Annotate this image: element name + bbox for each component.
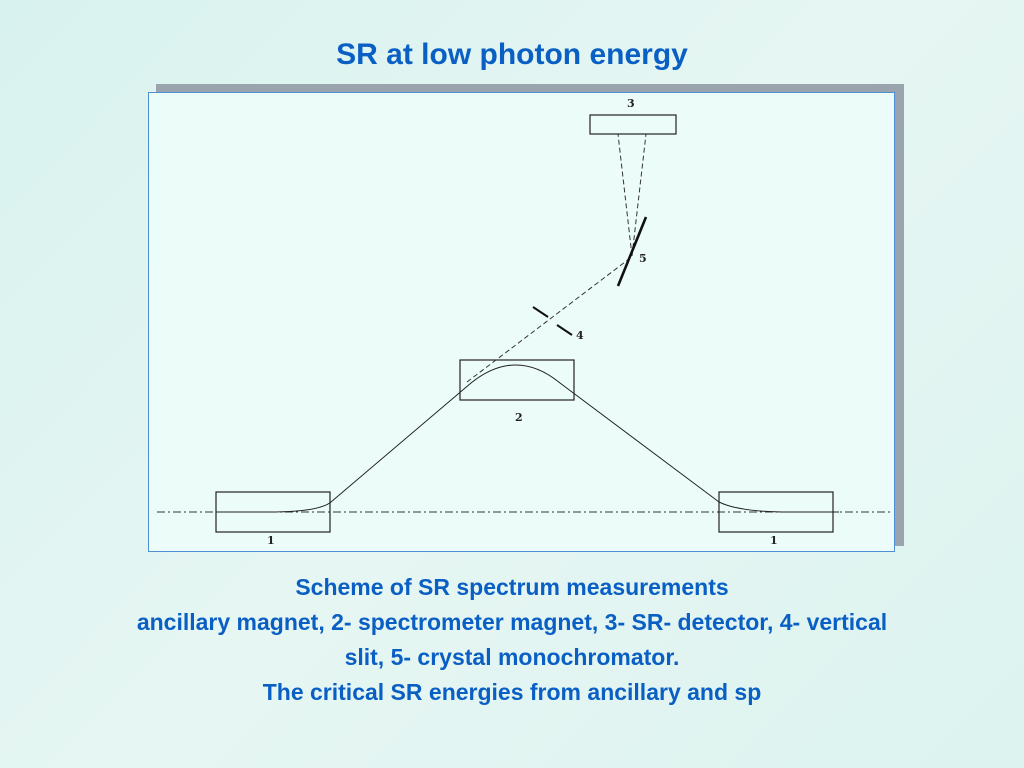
crystal-monochromator: [616, 216, 648, 287]
electron-trajectory: [216, 364, 839, 513]
vertical-slit-upper-jaw: [532, 306, 549, 318]
sr-measurement-scheme: 1 1 2 3 4 5: [157, 97, 891, 547]
spectrometer-magnet: [459, 359, 575, 401]
vertical-slit-lower-jaw: [556, 324, 573, 336]
sr-detector: [589, 114, 677, 135]
label-slit: 4: [576, 329, 584, 342]
label-spectrometer-magnet: 2: [515, 411, 523, 424]
reflected-beam-right: [631, 133, 647, 257]
reflected-beam-left: [617, 133, 633, 257]
caption-line: Scheme of SR spectrum measurements: [295, 574, 729, 600]
caption-line: ancillary magnet, 2- spectrometer magnet…: [136, 609, 888, 635]
sr-beam-line: [466, 258, 630, 383]
label-monochromator: 5: [639, 252, 647, 265]
slide-caption: Scheme of SR spectrum measurements ancil…: [0, 570, 1024, 710]
label-detector: 3: [627, 97, 635, 110]
label-left-ancillary-magnet: 1: [267, 534, 275, 547]
caption-line: The critical SR energies from ancillary …: [262, 679, 762, 705]
caption-line: slit, 5- crystal monochromator.: [344, 644, 680, 670]
diagram-frame: 1 1 2 3 4 5: [148, 92, 895, 552]
label-right-ancillary-magnet: 1: [770, 534, 778, 547]
slide-title: SR at low photon energy: [336, 38, 688, 71]
